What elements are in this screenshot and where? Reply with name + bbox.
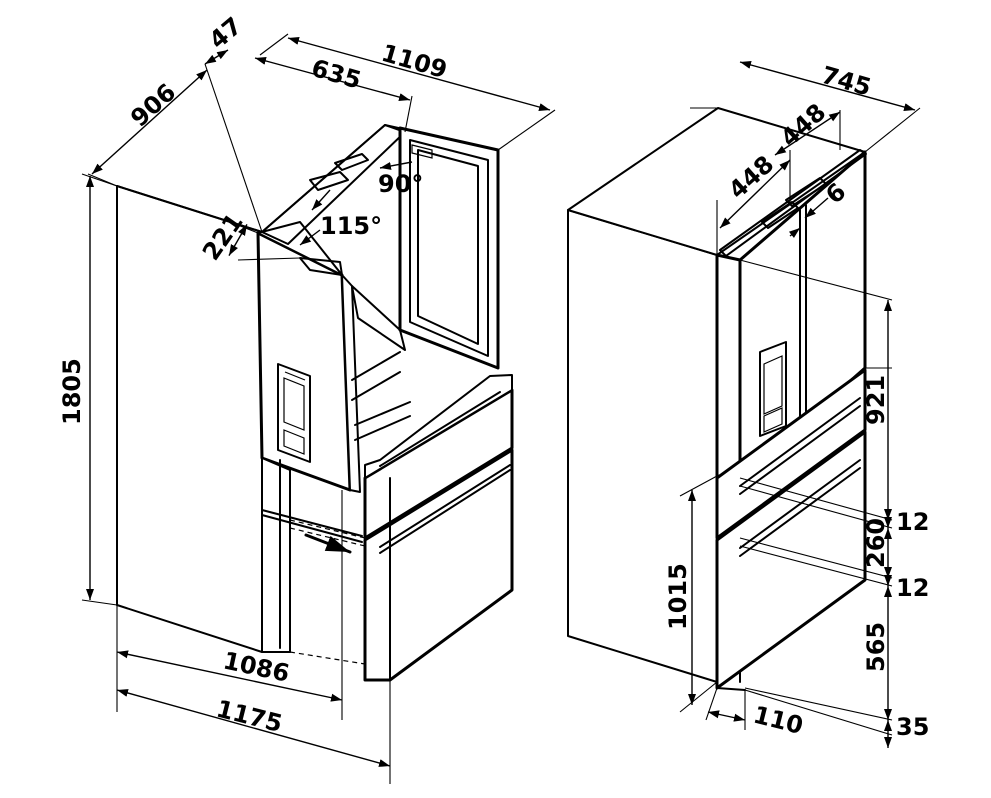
- dim-906: 906: [125, 78, 181, 132]
- pull-out-arrow: [304, 533, 352, 554]
- dim-565: 565: [862, 622, 890, 672]
- dim-260: 260: [862, 518, 890, 568]
- left-side-face: [116, 185, 263, 653]
- dim-35: 35: [896, 713, 929, 741]
- dim-635: 635: [308, 54, 364, 95]
- dim-1015: 1015: [664, 563, 692, 630]
- dim-921: 921: [862, 375, 890, 425]
- dim-12-upper: 12: [896, 508, 929, 536]
- right-side-face: [567, 209, 718, 683]
- right-fridge-closed: [567, 107, 867, 691]
- water-dispenser-left: [277, 363, 311, 463]
- dim-47: 47: [204, 12, 248, 55]
- dim-1175: 1175: [214, 695, 286, 738]
- left-fridge-open: [116, 124, 514, 682]
- right-open-door: [398, 126, 500, 370]
- dim-1109: 1109: [378, 39, 450, 84]
- dim-12-lower: 12: [896, 574, 929, 602]
- angle-115: 115°: [320, 212, 382, 240]
- front-lower-drawer: [715, 430, 867, 690]
- dim-1805: 1805: [58, 358, 86, 425]
- dim-745: 745: [818, 61, 874, 102]
- angle-90: 90°: [378, 170, 423, 198]
- front-left-door: [715, 253, 742, 480]
- front-upper-drawer: [715, 368, 867, 540]
